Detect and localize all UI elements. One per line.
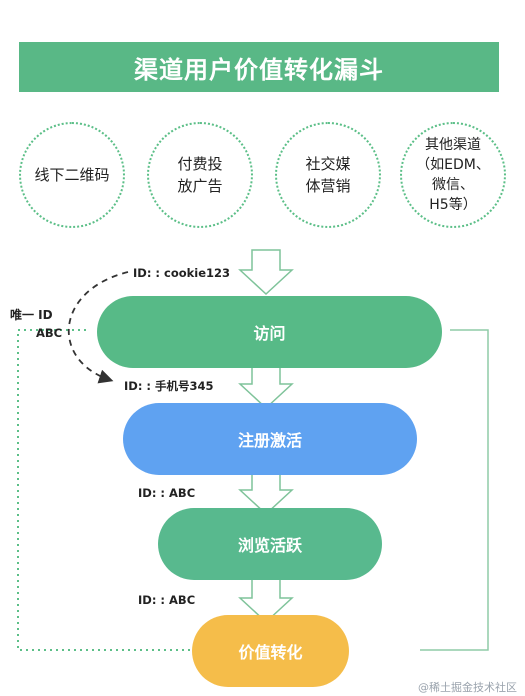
unique-id-label: 唯一 ID — [10, 308, 53, 322]
browse-id-label: ID: : ABC — [138, 486, 196, 500]
register-id-label: ID: : 手机号345 — [124, 379, 214, 393]
stage-register: 注册激活 — [123, 403, 417, 475]
channel-label: 放广告 — [177, 177, 223, 195]
channel-other: 其他渠道 （如EDM、 微信、 H5等） — [400, 122, 506, 228]
channel-label: 体营销 — [305, 177, 351, 195]
convert-id-label: ID: : ABC — [138, 593, 196, 607]
watermark: @稀土掘金技术社区 — [418, 681, 517, 694]
right-return-line — [420, 329, 489, 651]
stage-convert: 价值转化 — [192, 615, 349, 687]
channel-label: （如EDM、 — [416, 157, 490, 173]
channel-label: 其他渠道 — [425, 137, 481, 153]
stage-browse: 浏览活跃 — [158, 508, 382, 580]
down-arrow-2 — [238, 361, 294, 410]
channel-offline-qr: 线下二维码 — [19, 122, 125, 228]
diagram-title: 渠道用户价值转化漏斗 — [19, 42, 499, 92]
channel-label: 付费投 — [177, 155, 223, 173]
channel-label: 线下二维码 — [34, 166, 110, 184]
stage-visit: 访问 — [97, 296, 442, 368]
channel-label: H5等） — [429, 197, 477, 213]
channel-label: 社交媒 — [305, 155, 351, 173]
channel-social-media: 社交媒 体营销 — [275, 122, 381, 228]
down-arrow-1 — [238, 249, 294, 296]
unique-id-value: ABC — [36, 326, 63, 340]
channel-label: 微信、 — [432, 177, 474, 193]
channel-paid-ads: 付费投 放广告 — [147, 122, 253, 228]
visit-id-label: ID: : cookie123 — [133, 266, 231, 280]
